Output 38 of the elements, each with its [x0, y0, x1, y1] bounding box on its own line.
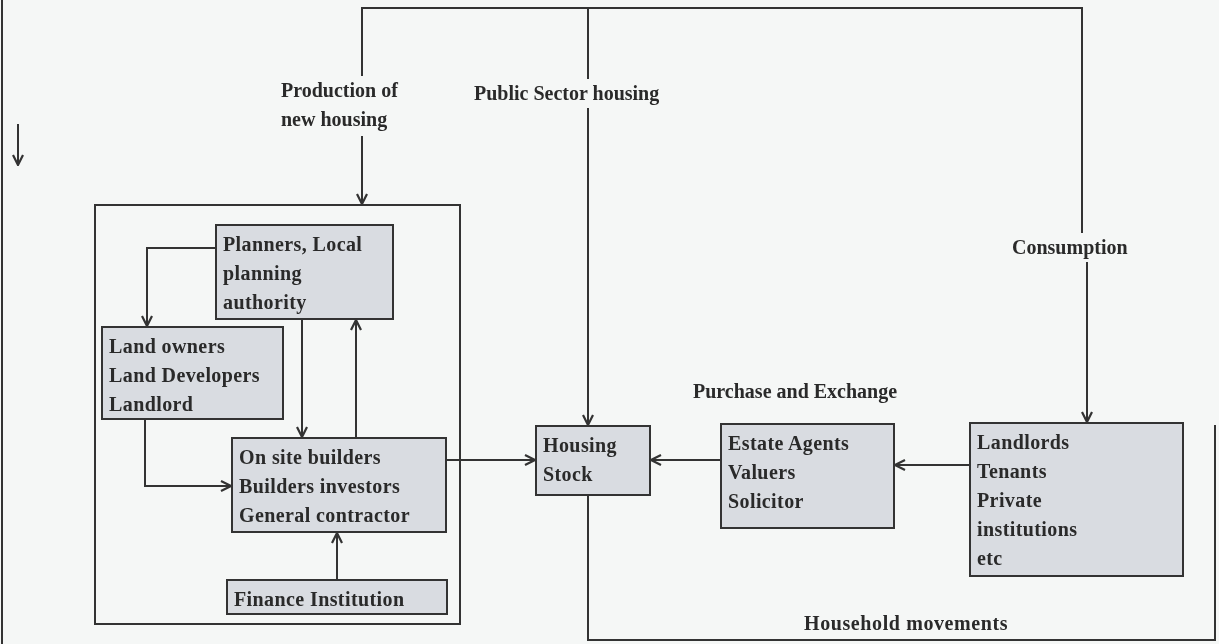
box-text: Land owners — [109, 334, 227, 359]
arrow — [355, 135, 369, 206]
process-box — [101, 326, 284, 420]
box-text: General contractor — [239, 503, 412, 528]
arrow — [140, 247, 216, 328]
connector-line — [587, 7, 1083, 234]
process-box — [535, 425, 651, 496]
flow-label: Consumption — [1012, 235, 1128, 261]
flow-label: Purchase and Exchange — [693, 379, 898, 403]
arrow — [144, 419, 233, 493]
box-text: Builders investors — [239, 474, 402, 499]
connector-line — [587, 424, 1216, 641]
arrow — [349, 318, 363, 438]
arrow — [330, 531, 344, 580]
process-box — [226, 579, 448, 615]
arrow — [1080, 261, 1094, 424]
box-text: Finance Institution — [234, 587, 406, 612]
process-box — [969, 422, 1184, 577]
process-box — [215, 224, 394, 320]
arrow — [446, 453, 537, 467]
box-text: etc — [977, 546, 1004, 571]
arrow — [581, 107, 595, 427]
arrow — [295, 319, 309, 439]
box-text: Estate Agents — [728, 431, 851, 457]
box-text: Housing Stock — [543, 433, 618, 487]
process-box — [231, 437, 447, 533]
flow-label: Production of new housing — [281, 78, 399, 133]
process-box — [720, 423, 895, 529]
box-text: Landlords — [977, 430, 1071, 455]
box-text: Landlord — [109, 392, 195, 417]
box-text: Valuers — [728, 460, 797, 485]
box-text: Tenants — [977, 459, 1048, 484]
flow-label: Public Sector housing — [474, 81, 660, 107]
box-text: Land Developers — [109, 363, 261, 389]
group-box — [94, 204, 461, 625]
box-text: Solicitor — [728, 489, 805, 514]
box-text: Planners, Local planning authority — [223, 232, 364, 316]
box-text: On site builders — [239, 445, 382, 470]
